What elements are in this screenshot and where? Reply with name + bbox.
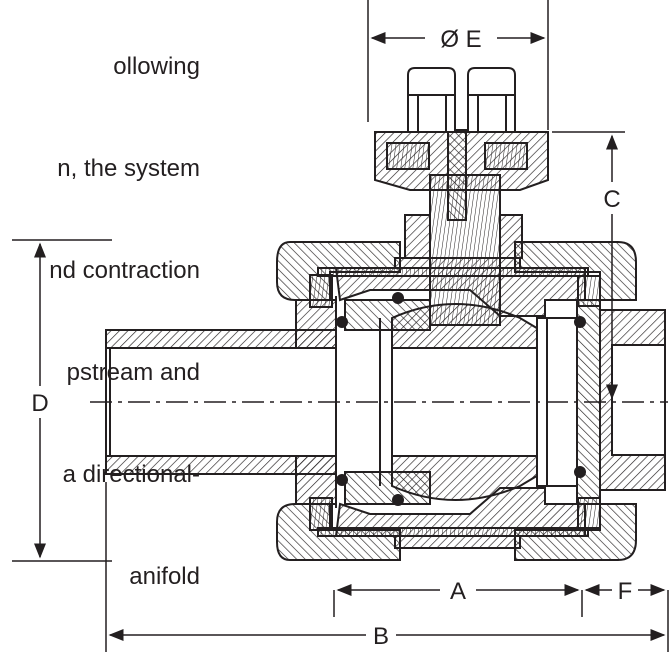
paragraph-line-3: nd contraction xyxy=(49,257,200,284)
dimension-label-backgrounds xyxy=(24,22,638,652)
dim-label-a: A xyxy=(450,578,466,605)
description-paragraph: ollowing n, the system nd contraction ps… xyxy=(0,0,200,662)
paragraph-line-2: n, the system xyxy=(57,155,200,182)
paragraph-line-6: anifold xyxy=(129,563,200,590)
dim-label-b: B xyxy=(373,623,389,650)
paragraph-line-1: ollowing xyxy=(113,53,200,80)
dim-label-f: F xyxy=(618,578,633,605)
handle-cap xyxy=(374,131,549,191)
handle-lugs xyxy=(407,67,516,133)
right-end-connector xyxy=(599,309,666,491)
dim-label-c: C xyxy=(603,186,620,213)
right-union-nut xyxy=(514,241,637,561)
o-rings xyxy=(336,292,586,506)
extension-lines xyxy=(12,0,669,652)
dim-label-d: D xyxy=(31,390,48,417)
dim-label-e: Ø E xyxy=(440,26,481,53)
left-end-connector xyxy=(295,296,337,508)
